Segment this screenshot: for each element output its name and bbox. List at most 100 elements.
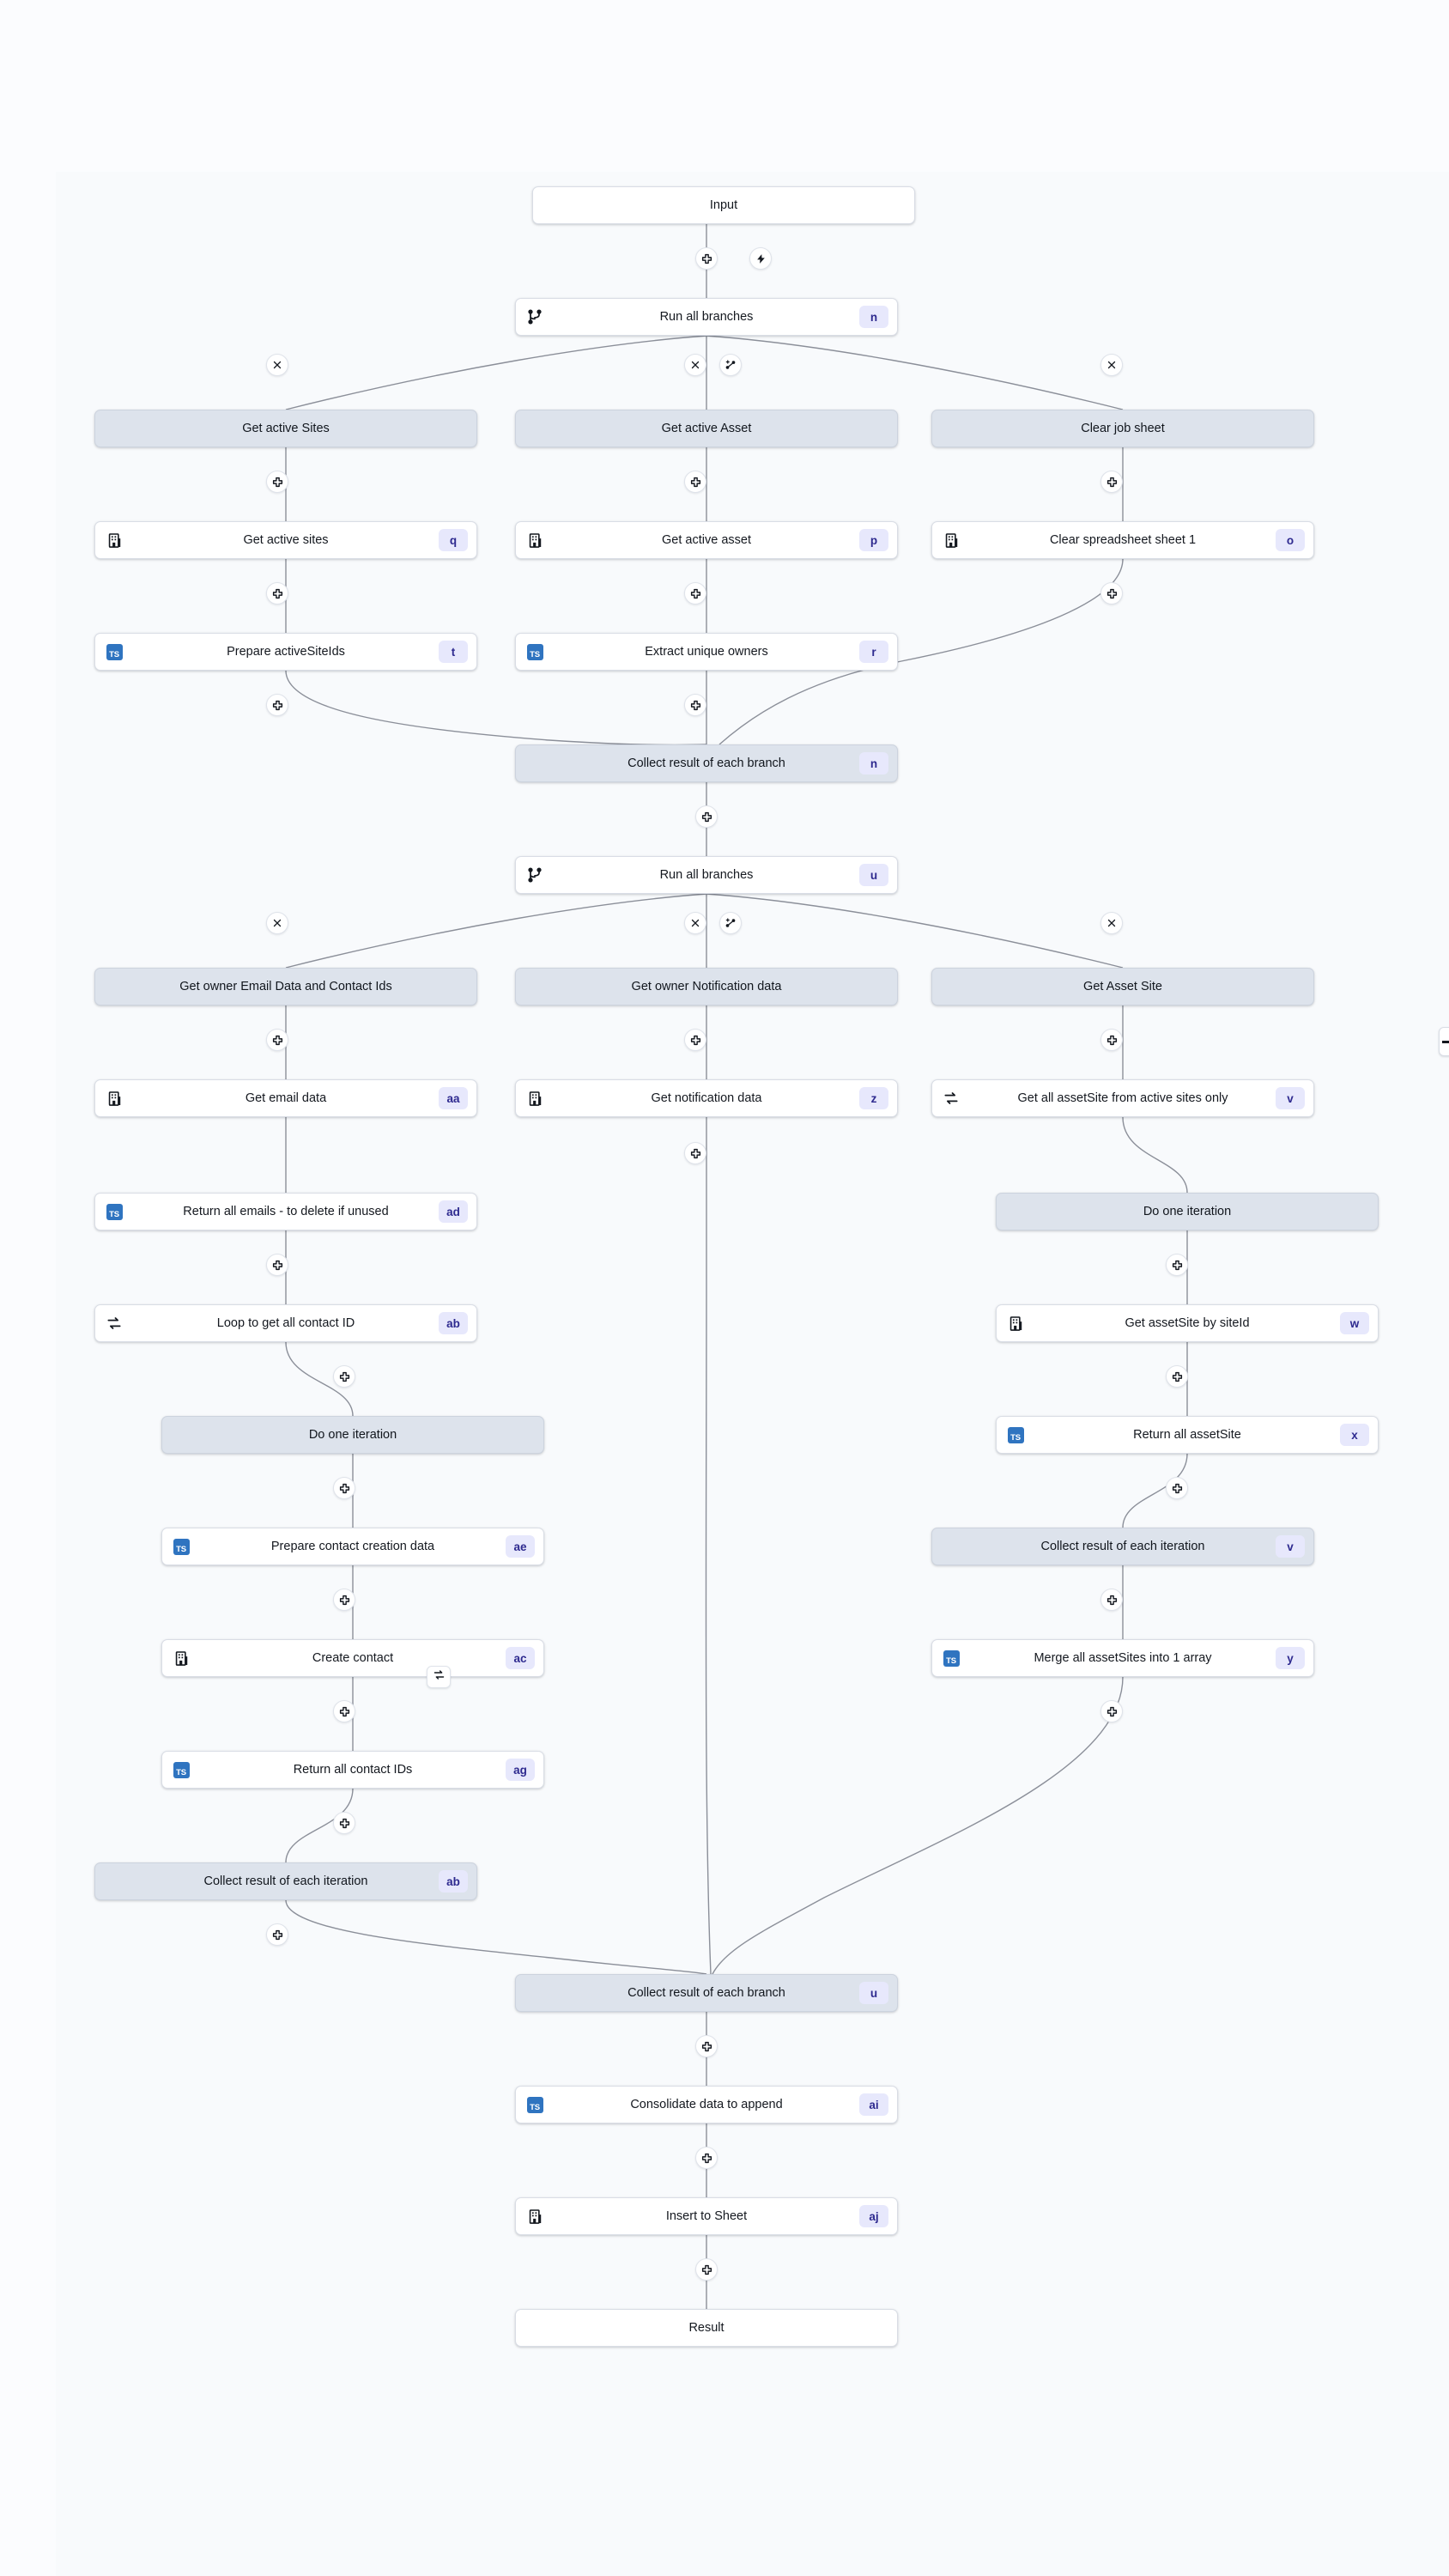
- connector-c-doiter-r[interactable]: [1166, 1254, 1188, 1276]
- connector-c-email[interactable]: [266, 1029, 288, 1051]
- plus-icon: [701, 811, 712, 823]
- connector-c-b2-addbranch[interactable]: [719, 912, 742, 934]
- connector-c-retcontactid[interactable]: [333, 1812, 355, 1834]
- connector-c-clear2[interactable]: [1100, 582, 1123, 605]
- node-badge[interactable]: n: [859, 752, 888, 775]
- connector-c-insertsheet[interactable]: [695, 2258, 718, 2281]
- node-badge[interactable]: aa: [439, 1087, 468, 1109]
- connector-c-clear[interactable]: [1100, 471, 1123, 493]
- connector-c-assetsiteid[interactable]: [1166, 1365, 1188, 1388]
- connector-c-doiter-l[interactable]: [333, 1477, 355, 1499]
- node-badge[interactable]: aj: [859, 2205, 888, 2227]
- node-badge[interactable]: x: [1340, 1424, 1369, 1446]
- node-badge[interactable]: o: [1276, 529, 1305, 551]
- node-badge[interactable]: w: [1340, 1312, 1369, 1334]
- clipped-node-right[interactable]: [1439, 1027, 1449, 1056]
- connector-c-createcontact[interactable]: [333, 1700, 355, 1722]
- connector-c-b1-right[interactable]: [1100, 354, 1123, 376]
- node-badge[interactable]: z: [859, 1087, 888, 1109]
- connector-c-collectiterr[interactable]: [1100, 1589, 1123, 1611]
- node-badge[interactable]: ac: [506, 1647, 535, 1669]
- connector-c-retassetsite[interactable]: [1166, 1477, 1188, 1499]
- connector-c-collectiterl[interactable]: [266, 1923, 288, 1946]
- connector-c-asset[interactable]: [684, 471, 706, 493]
- node-badge[interactable]: ab: [439, 1870, 468, 1893]
- node-get-all-assetsite[interactable]: Get all assetSite from active sites only…: [931, 1079, 1314, 1117]
- connector-c-asset2[interactable]: [684, 582, 706, 605]
- connector-c-b2-left[interactable]: [266, 912, 288, 934]
- node-badge[interactable]: t: [439, 641, 468, 663]
- connector-c-collectbranch2[interactable]: [695, 2035, 718, 2057]
- node-result[interactable]: Result: [515, 2309, 898, 2347]
- node-grp-asset-site[interactable]: Get Asset Site: [931, 968, 1314, 1005]
- node-badge[interactable]: ae: [506, 1535, 535, 1558]
- node-badge[interactable]: ab: [439, 1312, 468, 1334]
- node-badge[interactable]: v: [1276, 1087, 1305, 1109]
- node-grp-do-iter-right[interactable]: Do one iteration: [996, 1193, 1379, 1230]
- node-badge[interactable]: u: [859, 864, 888, 886]
- node-grp-active-sites[interactable]: Get active Sites: [94, 410, 477, 447]
- connector-c-email2[interactable]: [266, 1254, 288, 1276]
- connector-c-assetsite[interactable]: [1100, 1029, 1123, 1051]
- retry-create-contact[interactable]: [427, 1666, 451, 1688]
- node-input[interactable]: Input: [532, 186, 915, 224]
- node-badge[interactable]: n: [859, 306, 888, 328]
- connector-c-sites2[interactable]: [266, 582, 288, 605]
- node-badge[interactable]: p: [859, 529, 888, 551]
- connector-c-merge[interactable]: [1100, 1700, 1123, 1722]
- connector-c-sites[interactable]: [266, 471, 288, 493]
- node-grp-do-iter-left[interactable]: Do one iteration: [161, 1416, 544, 1454]
- connector-c-b1-mid[interactable]: [684, 354, 706, 376]
- connector-c-b2-mid[interactable]: [684, 912, 706, 934]
- connector-c-notif[interactable]: [684, 1029, 706, 1051]
- connector-c-collect1[interactable]: [695, 805, 718, 828]
- node-grp-owner-notif[interactable]: Get owner Notification data: [515, 968, 898, 1005]
- connector-c-b1-left[interactable]: [266, 354, 288, 376]
- node-grp-active-asset[interactable]: Get active Asset: [515, 410, 898, 447]
- connector-c-loop[interactable]: [333, 1365, 355, 1388]
- node-badge[interactable]: ai: [859, 2093, 888, 2116]
- connector-c-prep-site[interactable]: [266, 694, 288, 716]
- node-badge[interactable]: r: [859, 641, 888, 663]
- node-badge[interactable]: ad: [439, 1200, 468, 1223]
- connector-c-input[interactable]: [695, 247, 718, 270]
- node-badge[interactable]: v: [1276, 1535, 1305, 1558]
- connector-c-b1-addbranch[interactable]: [719, 354, 742, 376]
- connector-c-prepcontact[interactable]: [333, 1589, 355, 1611]
- connector-c-extract[interactable]: [684, 694, 706, 716]
- node-badge[interactable]: ag: [506, 1759, 535, 1781]
- node-grp-clear-job[interactable]: Clear job sheet: [931, 410, 1314, 447]
- connector-c-notif2[interactable]: [684, 1142, 706, 1164]
- node-grp-owner-email[interactable]: Get owner Email Data and Contact Ids: [94, 968, 477, 1005]
- connector-c-trigger[interactable]: [749, 247, 772, 270]
- node-badge[interactable]: y: [1276, 1647, 1305, 1669]
- node-badge[interactable]: q: [439, 529, 468, 551]
- connector-c-b2-right[interactable]: [1100, 912, 1123, 934]
- connector-c-consolidate[interactable]: [695, 2147, 718, 2169]
- node-badge[interactable]: u: [859, 1982, 888, 2004]
